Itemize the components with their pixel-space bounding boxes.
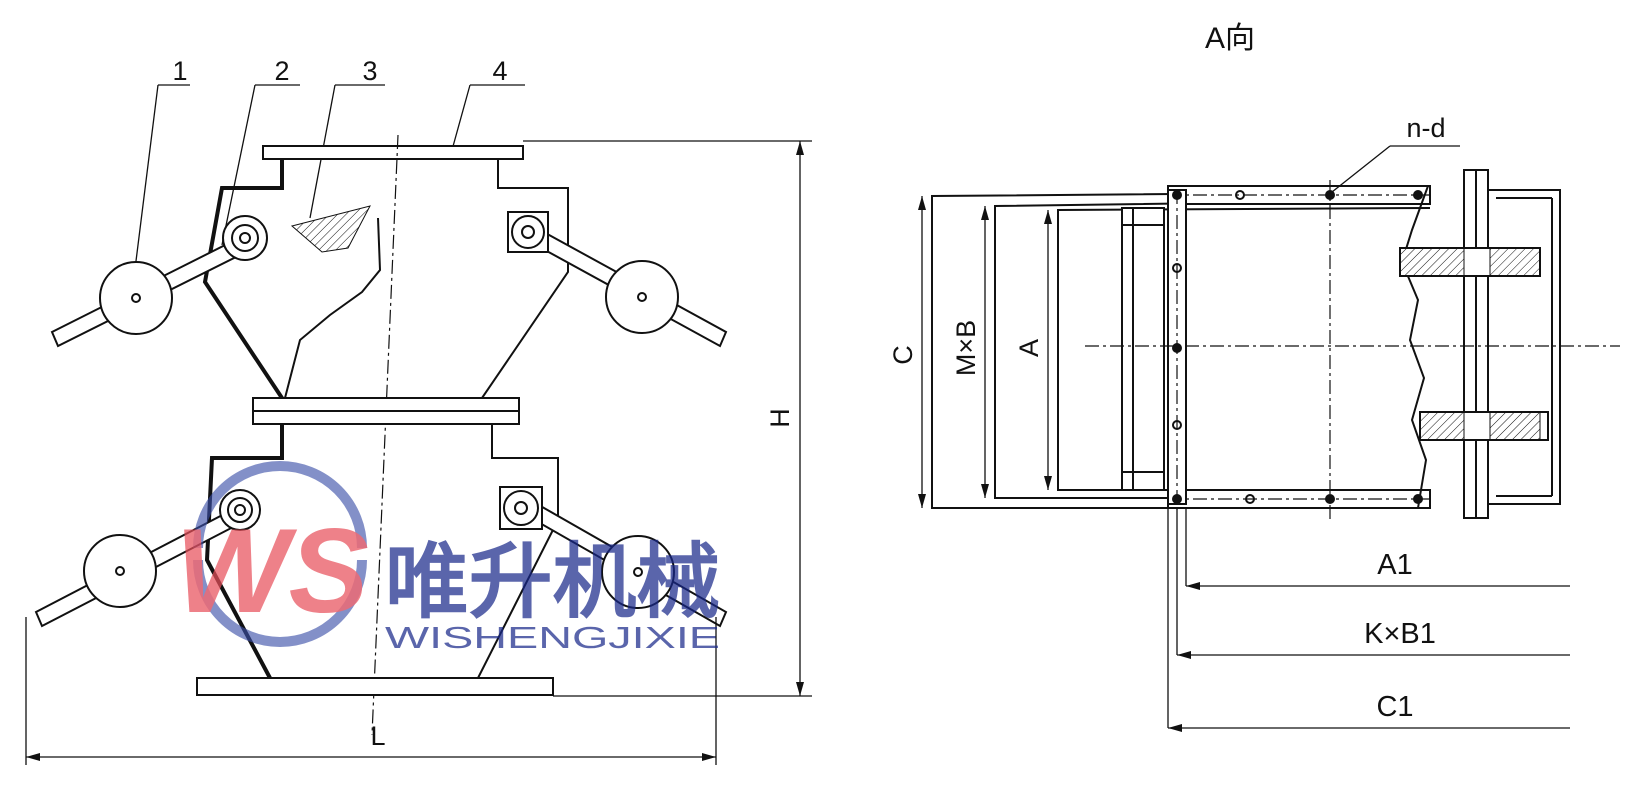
lower-left-shaft-bearing bbox=[219, 489, 261, 531]
vertical-centerline bbox=[371, 134, 399, 736]
dimension-c-label: C bbox=[888, 345, 918, 365]
part-number-3: 3 bbox=[362, 56, 377, 86]
lower-left-counterweight bbox=[83, 534, 157, 608]
upper-right-flap-assembly bbox=[507, 211, 728, 348]
watermark-logo-text: WS bbox=[175, 504, 368, 638]
upper-right-shaft-bearing bbox=[511, 215, 545, 249]
watermark-name-en: WISHENGJIXIE bbox=[385, 620, 720, 655]
dimension-h bbox=[523, 140, 812, 697]
dimension-kxb1-label: K×B1 bbox=[1364, 618, 1436, 650]
lower-right-flap-assembly bbox=[499, 486, 728, 628]
dimension-kxb1 bbox=[1176, 508, 1570, 659]
view-a: A向 bbox=[888, 22, 1620, 732]
upper-left-flap-assembly bbox=[50, 215, 268, 348]
dimension-c1-label: C1 bbox=[1376, 691, 1413, 723]
lower-valve-body bbox=[204, 424, 559, 679]
part-number-1: 1 bbox=[172, 56, 187, 86]
lower-shaft bbox=[1419, 411, 1549, 441]
upper-valve-body bbox=[202, 159, 569, 400]
upper-left-shaft-bearing bbox=[222, 215, 268, 261]
watermark: WS 唯升机械 WISHENGJIXIE bbox=[175, 461, 720, 655]
dimension-a1 bbox=[1185, 508, 1570, 590]
watermark-name-cn: 唯升机械 bbox=[385, 537, 720, 628]
part-leaders bbox=[132, 84, 525, 286]
dimension-a1-label: A1 bbox=[1377, 549, 1412, 581]
front-view: 1 2 3 4 bbox=[25, 56, 812, 765]
upper-left-counterweight bbox=[99, 261, 173, 335]
dimension-mxb bbox=[981, 206, 989, 498]
lower-left-flap-assembly bbox=[34, 489, 261, 628]
top-flange bbox=[262, 145, 524, 160]
bolt-holes bbox=[1172, 190, 1423, 504]
dimension-l-label: L bbox=[370, 721, 385, 751]
dimension-a-label: A bbox=[1014, 339, 1044, 357]
part-number-4: 4 bbox=[492, 56, 507, 86]
right-housing bbox=[1487, 189, 1561, 505]
bottom-flange bbox=[196, 677, 554, 696]
dimension-c1 bbox=[1167, 508, 1570, 732]
break-line bbox=[1400, 185, 1429, 509]
dimension-a bbox=[1044, 210, 1052, 490]
view-a-title: A向 bbox=[1205, 22, 1255, 55]
part-number-2: 2 bbox=[274, 56, 289, 86]
upper-shaft bbox=[1399, 247, 1541, 277]
dimension-c bbox=[918, 196, 926, 508]
upper-right-counterweight bbox=[605, 260, 679, 334]
watermark-logo: WS bbox=[175, 461, 369, 647]
inner-plate bbox=[1121, 207, 1165, 491]
lower-right-counterweight bbox=[601, 535, 675, 609]
dimension-h-label: H bbox=[765, 408, 795, 428]
dimension-mxb-label: M×B bbox=[951, 320, 981, 376]
dimension-l bbox=[25, 617, 717, 765]
lower-right-shaft-bearing bbox=[503, 490, 539, 526]
hole-spec-label: n-d bbox=[1406, 113, 1445, 143]
